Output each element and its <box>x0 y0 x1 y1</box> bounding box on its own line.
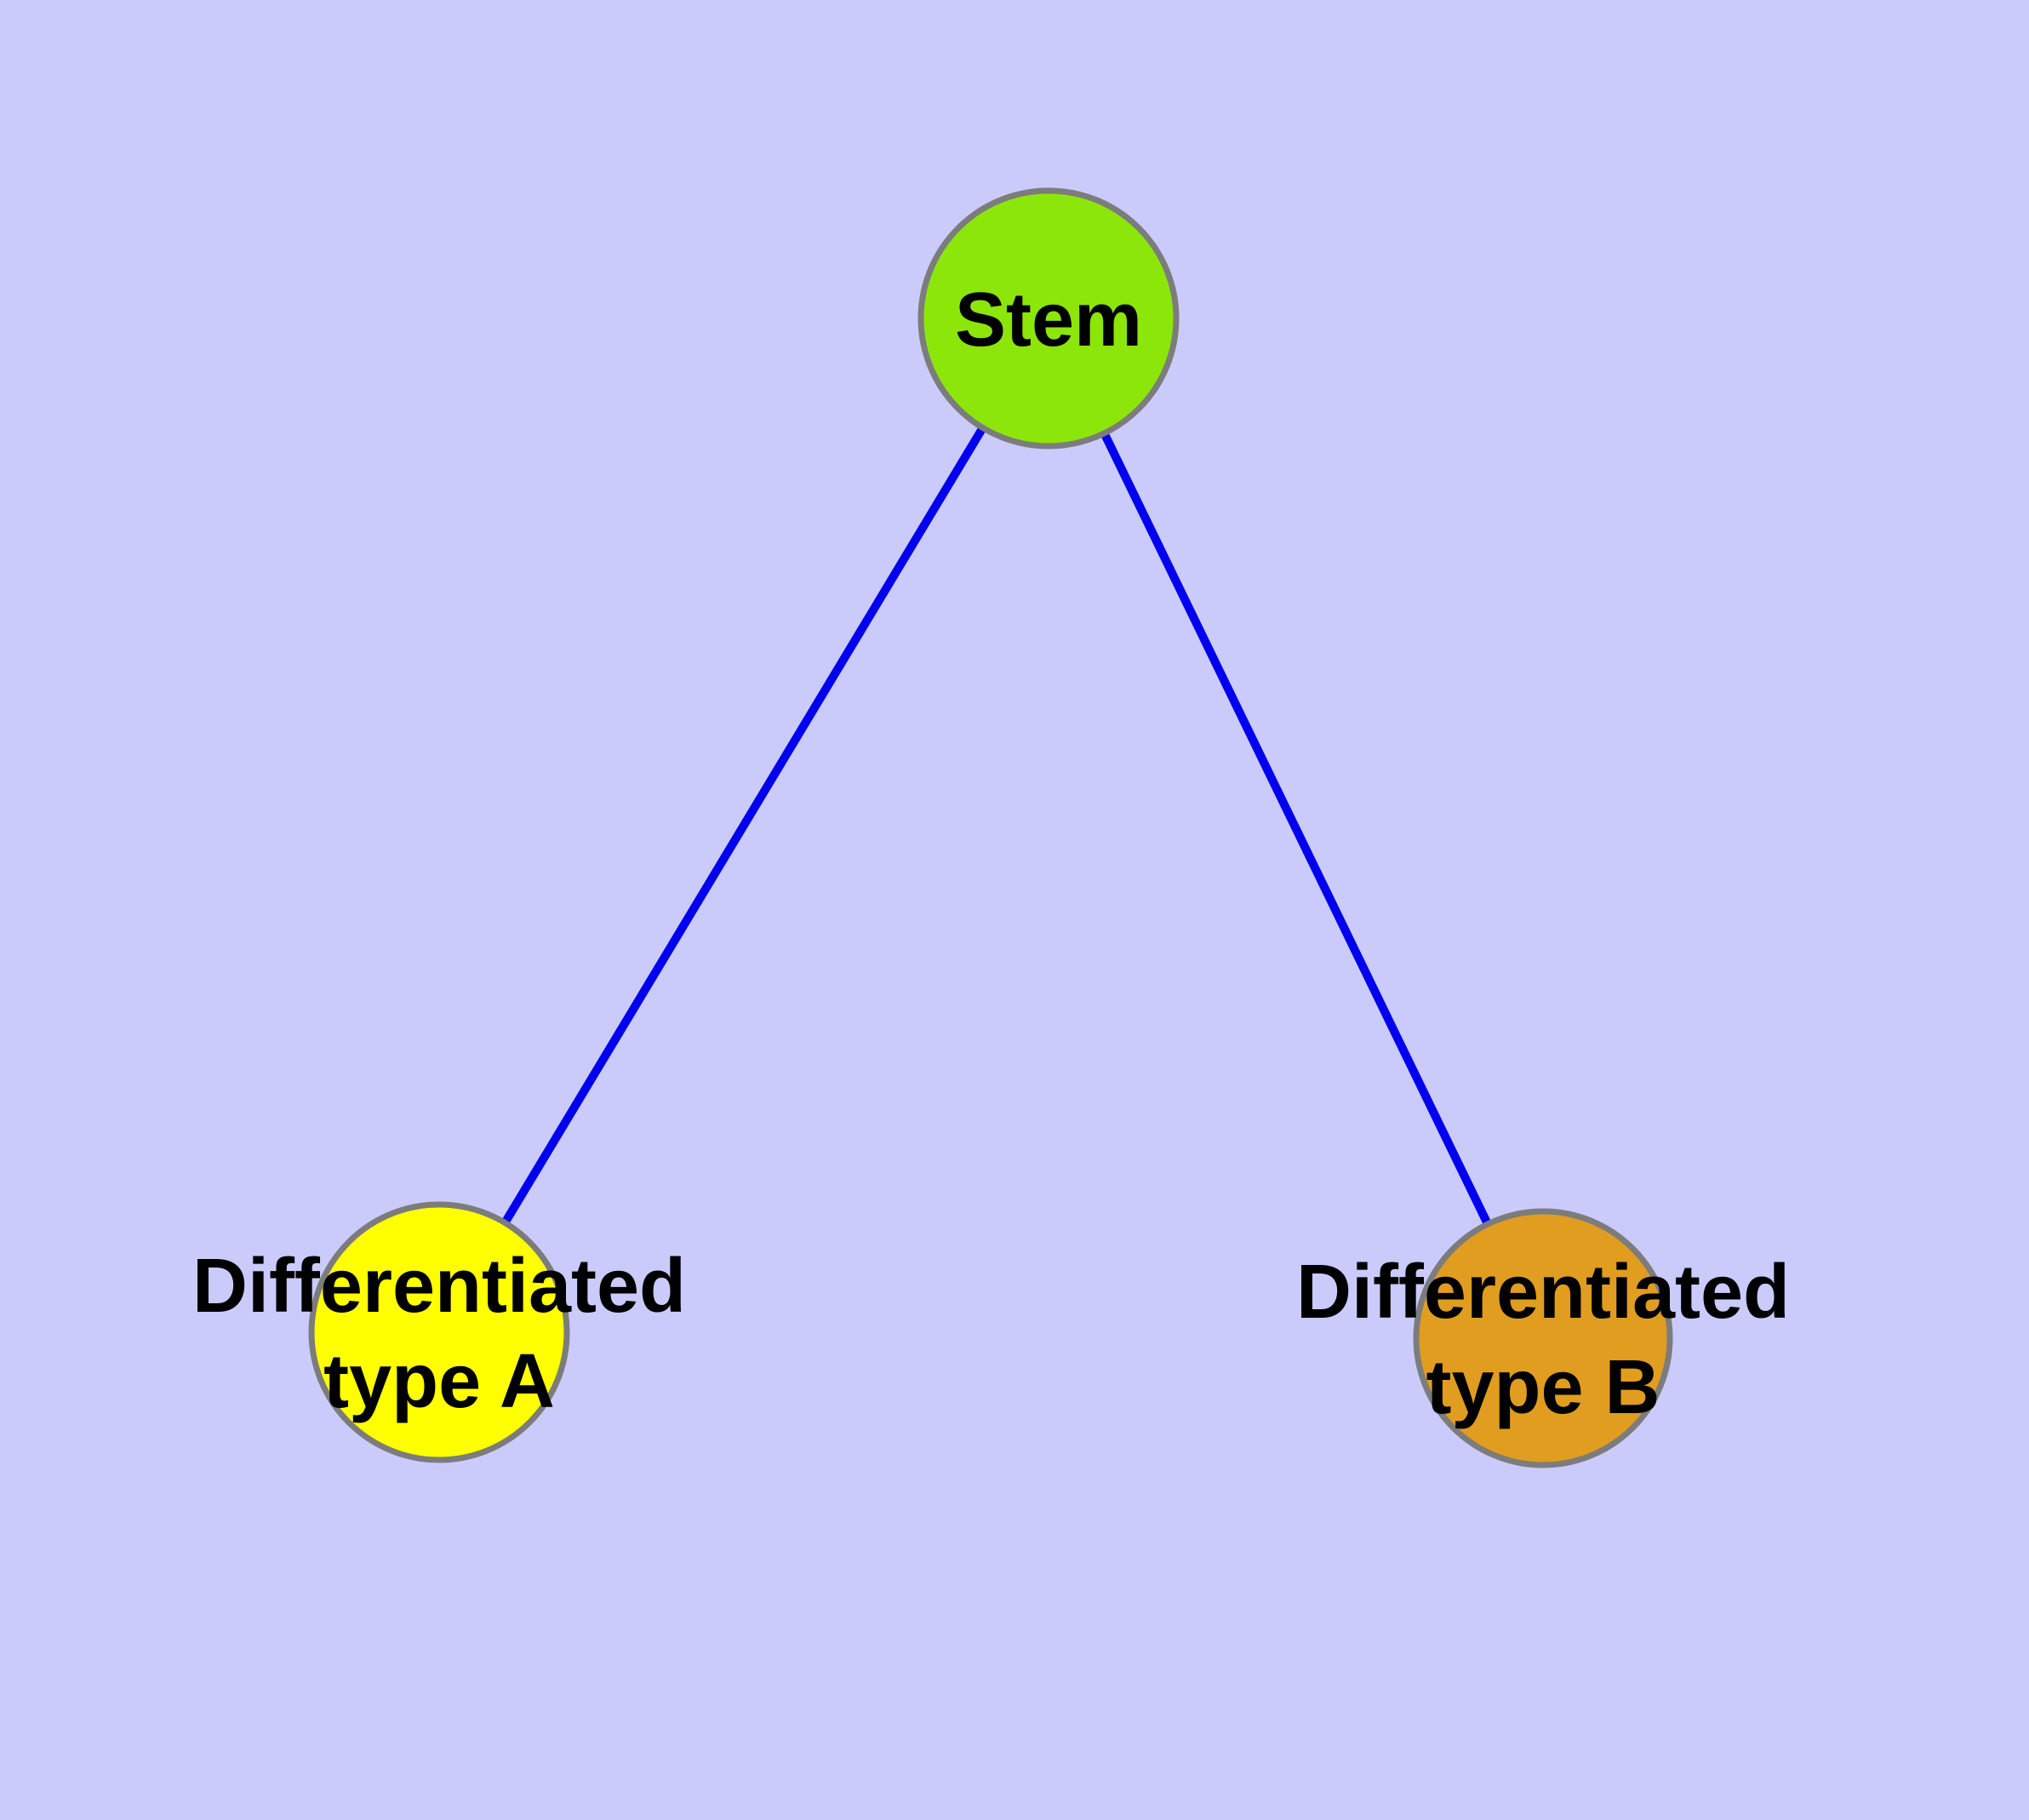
stem-node-circle <box>917 187 1180 449</box>
type-b-node-circle <box>1413 1208 1673 1468</box>
edge-stem-to-type-b <box>1044 316 1547 1341</box>
type-a-node-circle <box>308 1201 570 1463</box>
edge-stem-to-type-a <box>435 316 1053 1335</box>
type-b-node-label-line2: type B <box>1426 1345 1660 1430</box>
node-stem: Stem <box>917 187 1180 449</box>
stem-node-label: Stem <box>955 278 1142 363</box>
node-differentiated-type-a: Differentiated type A <box>192 1201 686 1463</box>
type-b-node-label-line1: Differentiated <box>1296 1250 1790 1335</box>
type-a-node-label-line2: type A <box>323 1339 555 1424</box>
type-a-node-label-line1: Differentiated <box>192 1244 686 1329</box>
node-differentiated-type-b: Differentiated type B <box>1296 1208 1790 1468</box>
